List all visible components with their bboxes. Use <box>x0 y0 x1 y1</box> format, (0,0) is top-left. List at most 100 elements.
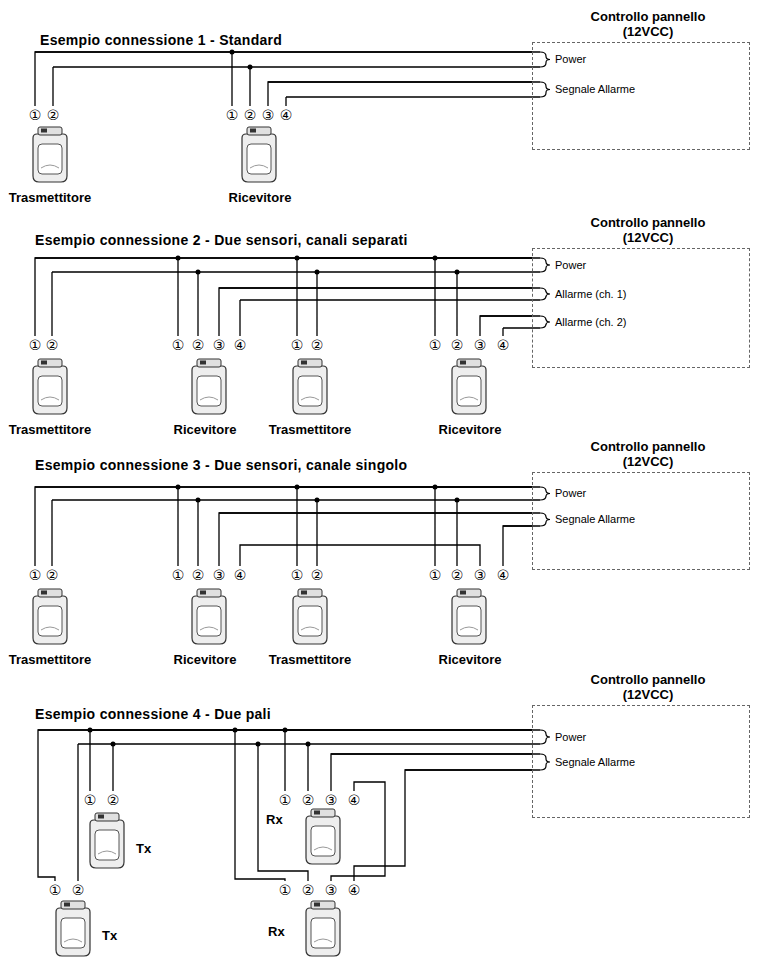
signal-name: Power <box>555 52 586 66</box>
sensor-logo <box>41 361 47 365</box>
pin-number: ② <box>309 337 325 353</box>
signal-name: Power <box>555 258 586 272</box>
sensor-icon <box>27 586 73 646</box>
pin-number: ① <box>82 792 98 808</box>
wires-example-2 <box>35 258 540 336</box>
sensor-lens-line <box>41 627 59 630</box>
sensor-name: Ricevitore <box>415 422 525 438</box>
sensor-icon <box>300 806 346 866</box>
wires-example-4 <box>38 730 540 881</box>
panel-heading: Controllo pannello (12VCC) <box>573 672 723 702</box>
wires <box>35 52 540 881</box>
pin-number: ② <box>44 337 60 353</box>
sensor-name: Ricevitore <box>150 422 260 438</box>
sensor-lens <box>311 918 335 948</box>
panel-heading: Controllo pannello (12VCC) <box>573 215 723 245</box>
sensor-logo <box>314 811 320 815</box>
sensor-icon <box>84 810 130 870</box>
sensor-logo <box>301 361 307 365</box>
sensor-body <box>293 596 327 644</box>
sensor-body <box>293 366 327 414</box>
signal-name: Allarme (ch. 2) <box>555 315 627 329</box>
pin-number: ③ <box>323 882 339 898</box>
signal-name: Segnale Allarme <box>555 755 635 769</box>
junction-dot <box>455 270 460 275</box>
junction-dot <box>306 742 311 747</box>
wires-example-3 <box>35 487 540 566</box>
sensor-logo <box>460 591 466 595</box>
pin-number: ② <box>44 567 60 583</box>
pin-number: ① <box>170 337 186 353</box>
sensor-cap <box>197 589 221 597</box>
pin-number: ② <box>190 337 206 353</box>
sensor-lens <box>197 376 221 406</box>
sensor-cap <box>457 359 481 367</box>
pin-number: ② <box>300 882 316 898</box>
wire-connector <box>503 526 532 566</box>
sensor: Ricevitore <box>205 106 315 206</box>
sensor-cap <box>197 359 221 367</box>
sensor-lens-line <box>301 397 319 400</box>
pin-number: ① <box>170 567 186 583</box>
sensor-lens <box>457 606 481 636</box>
sensor-lens-line <box>250 165 268 168</box>
sensor-lens <box>197 606 221 636</box>
sensor-lens <box>61 918 85 948</box>
sensor-icon <box>236 124 282 184</box>
sensor-logo <box>301 591 307 595</box>
junction-dot <box>196 498 201 503</box>
pin-number: ④ <box>495 567 511 583</box>
pin-number: ① <box>47 882 63 898</box>
sensor-cap <box>61 901 85 909</box>
control-panel: Controllo pannello (12VCC)PowerSegnale A… <box>532 42 750 150</box>
sensor-cap <box>457 589 481 597</box>
sensor-icon <box>287 586 333 646</box>
junction-dot <box>256 742 261 747</box>
pin-number: ④ <box>346 792 362 808</box>
sensor-logo <box>41 129 47 133</box>
sensor-logo <box>64 903 70 907</box>
wire-connector <box>35 258 532 336</box>
sensor-cap <box>247 127 271 135</box>
sensor-logo <box>200 361 206 365</box>
sensor-lens-line <box>460 397 478 400</box>
example-title: Esempio connessione 2 - Due sensori, can… <box>35 232 408 248</box>
brace <box>540 487 550 500</box>
control-panel: Controllo pannello (12VCC)PowerSegnale A… <box>532 472 750 570</box>
pin-number: ① <box>289 337 305 353</box>
sensor-logo <box>98 815 104 819</box>
wire-connector <box>90 730 532 791</box>
sensor-logo <box>250 129 256 133</box>
pin-number: ② <box>449 567 465 583</box>
sensor-body <box>306 908 340 956</box>
pin-number: ③ <box>472 567 488 583</box>
pin-number: ④ <box>232 567 248 583</box>
sensor-lens <box>38 606 62 636</box>
sensor-cap <box>38 127 62 135</box>
sensor-name: Trasmettitore <box>2 652 98 668</box>
wire-connector <box>38 730 532 881</box>
sensor-cap <box>38 359 62 367</box>
sensor-cap <box>95 813 119 821</box>
sensor-lens-line <box>314 939 332 942</box>
brace <box>540 258 550 272</box>
wire-connector <box>35 52 532 106</box>
sensor-lens <box>95 830 119 860</box>
sensor-lens <box>311 826 335 856</box>
sensor-logo <box>460 361 466 365</box>
pin-number: ② <box>70 882 86 898</box>
pin-number: ④ <box>346 882 362 898</box>
sensor-body <box>90 820 124 868</box>
wire-connector <box>297 487 532 566</box>
sensor-logo <box>41 591 47 595</box>
pin-number: ② <box>105 792 121 808</box>
pin-number: ① <box>277 882 293 898</box>
brace <box>540 288 550 300</box>
brace <box>540 513 550 526</box>
signal-name: Power <box>555 486 586 500</box>
sensor-lens <box>298 606 322 636</box>
pin-number: ③ <box>472 337 488 353</box>
pin-number: ④ <box>278 107 294 123</box>
sensor-body <box>192 366 226 414</box>
